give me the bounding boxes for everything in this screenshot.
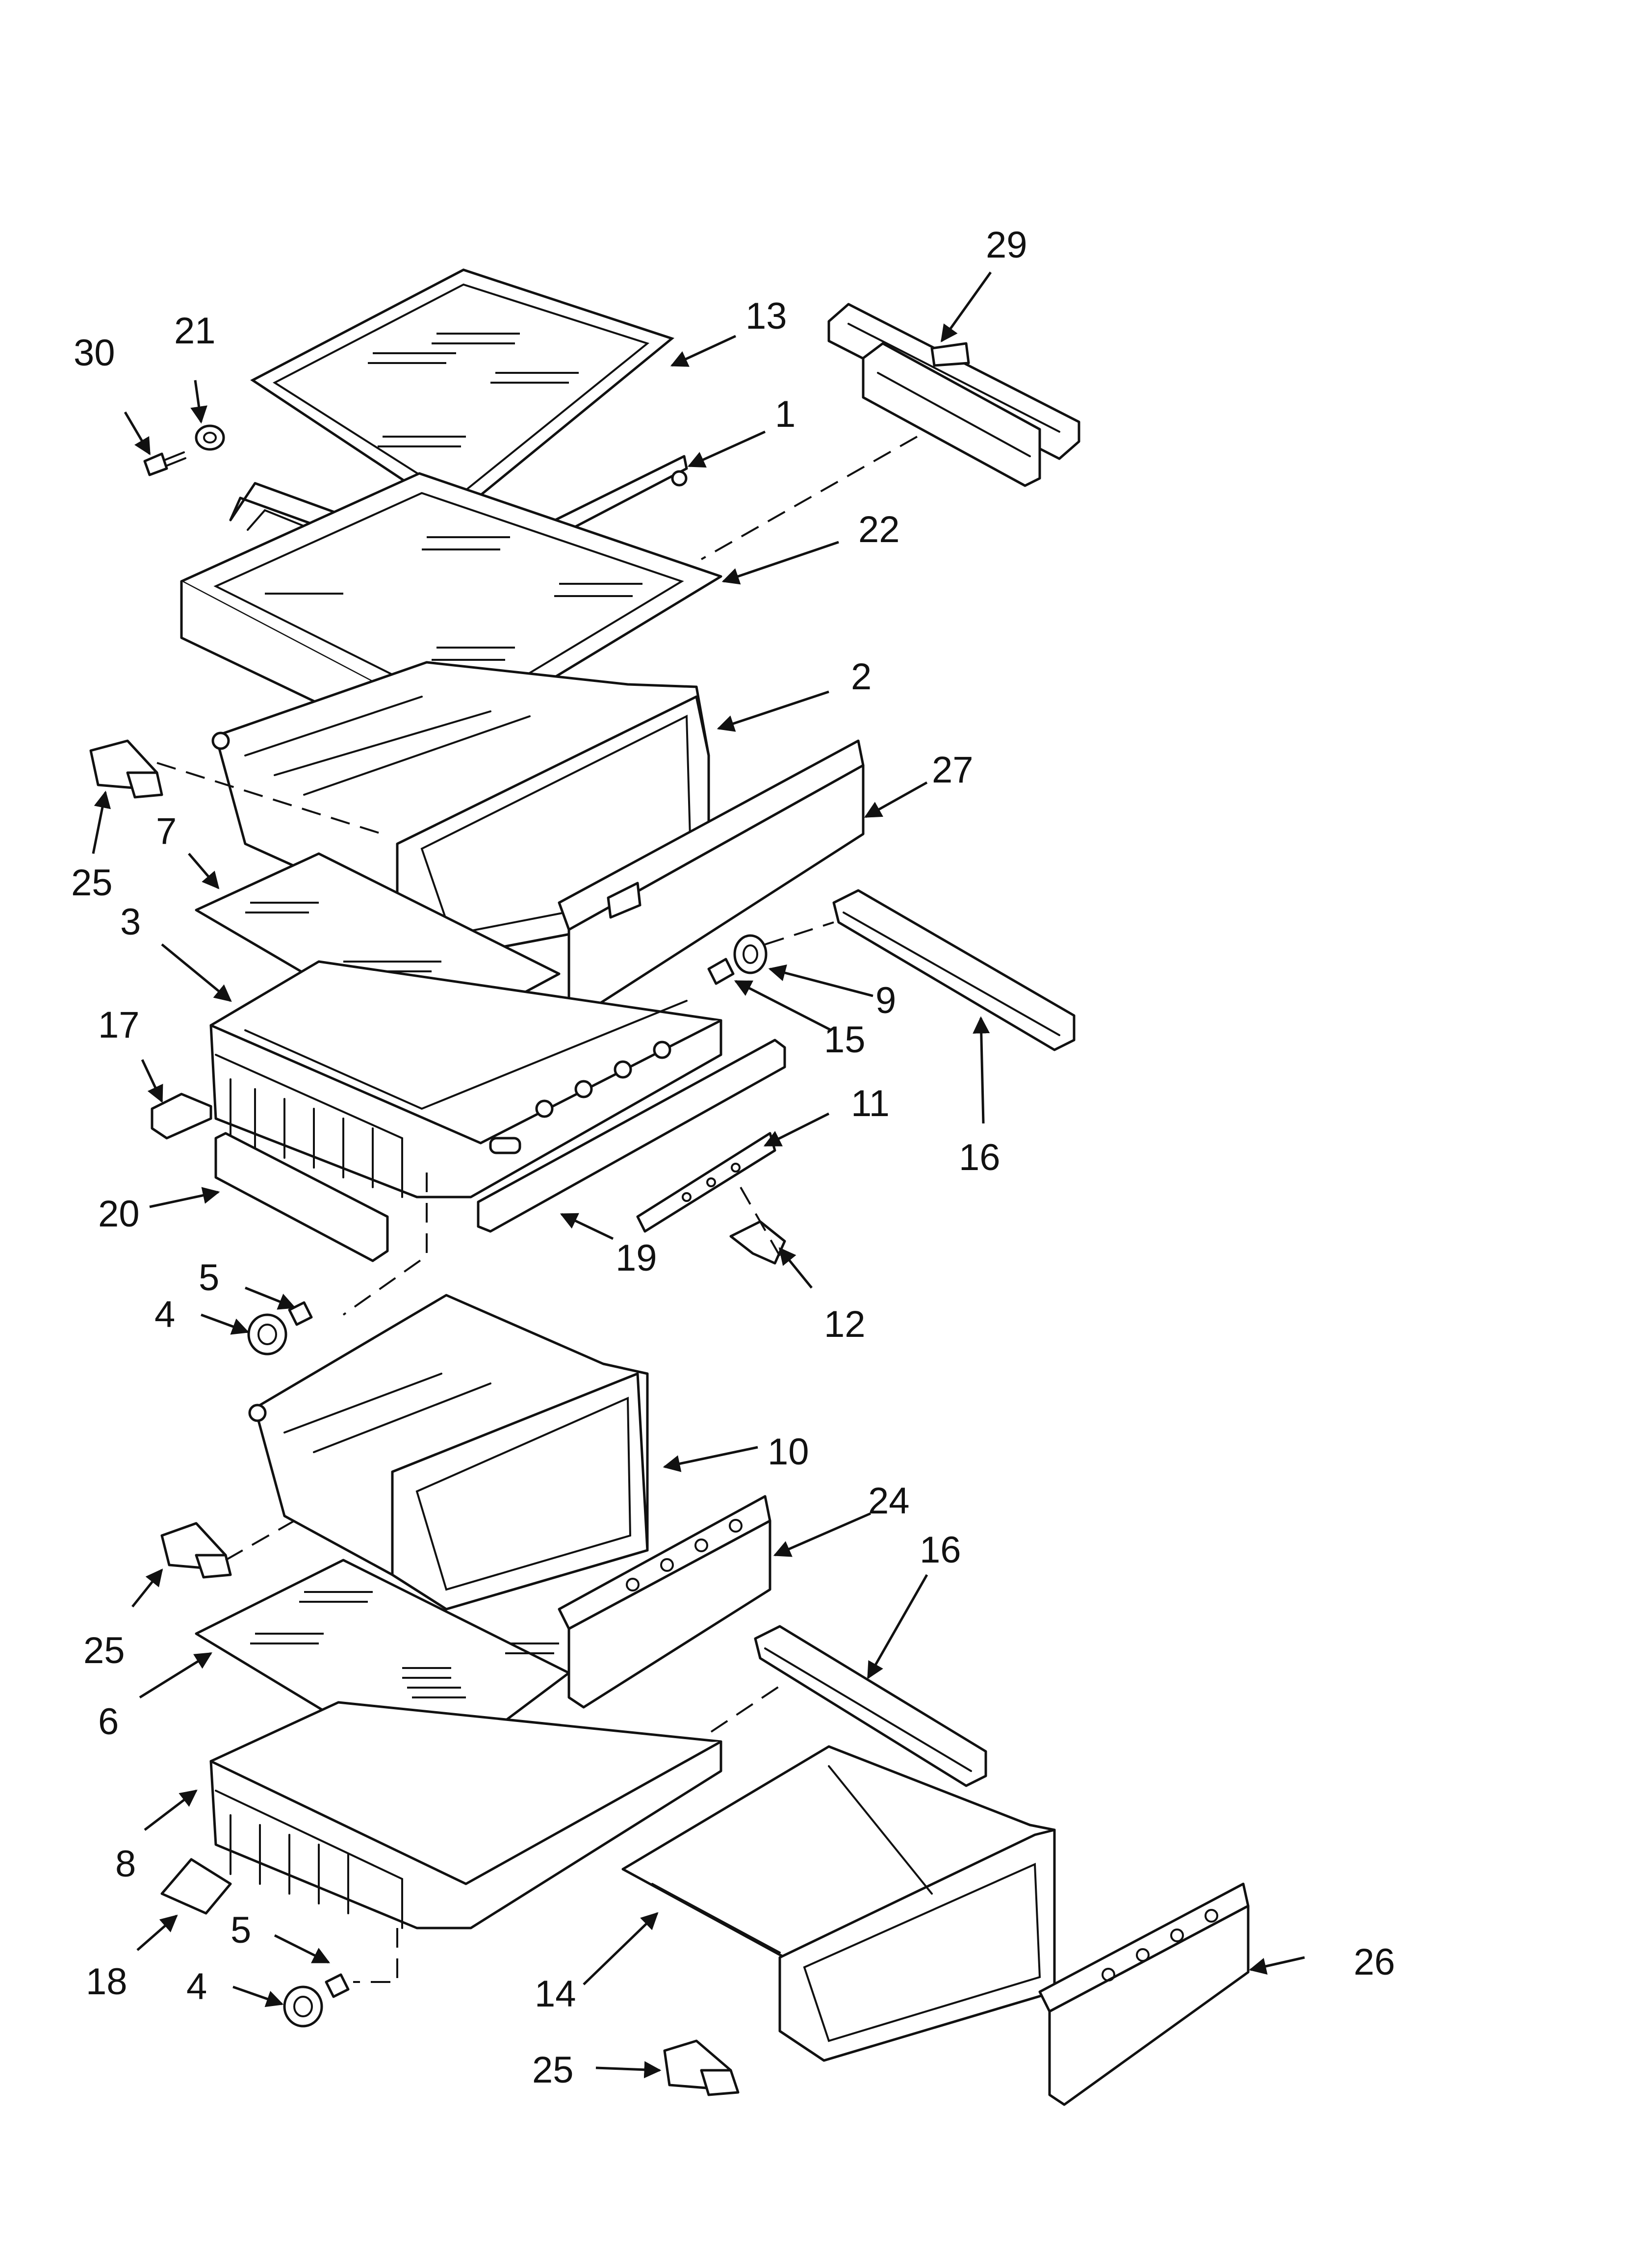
part-17-clip [151, 1093, 212, 1140]
callout-4-lower: 4 [186, 1966, 207, 2007]
callout-19: 19 [616, 1237, 657, 1279]
part-14-lower-drawer [621, 1745, 1056, 2062]
part-15-screw [707, 958, 735, 985]
part-25-drawer-stop-upper [89, 739, 163, 799]
part-25-drawer-stop-middle [160, 1522, 232, 1579]
callout-6: 6 [98, 1701, 119, 1743]
callout-16-lower: 16 [920, 1529, 961, 1571]
callout-25-upper: 25 [71, 862, 113, 904]
callout-27: 27 [932, 749, 974, 791]
part-24-drawer-trim [558, 1495, 771, 1709]
part-16-drawer-slide-lower [754, 1625, 987, 1787]
part-20-front-trim [214, 1132, 389, 1262]
part-30-screw [143, 451, 186, 476]
part-5-screw-lower [325, 1973, 350, 1998]
callout-25-lower: 25 [532, 2049, 574, 2091]
callout-22: 22 [858, 509, 900, 550]
part-12-clip [729, 1220, 786, 1265]
part-16-drawer-slide-upper [832, 889, 1076, 1051]
callout-17: 17 [98, 1004, 140, 1046]
callout-29: 29 [986, 224, 1027, 266]
callout-20: 20 [98, 1193, 140, 1235]
part-4-wheel-upper [247, 1313, 287, 1356]
callout-4-upper: 4 [154, 1294, 175, 1335]
callout-2: 2 [851, 656, 872, 698]
part-10-middle-drawer [248, 1294, 649, 1611]
part-27-drawer-trim [558, 739, 865, 1012]
callout-18: 18 [86, 1961, 128, 2003]
callout-14: 14 [535, 1973, 576, 2015]
callout-24: 24 [868, 1480, 910, 1522]
part-25-drawer-stop-lower [663, 2039, 740, 2096]
callout-11: 11 [851, 1083, 890, 1124]
callout-8: 8 [115, 1843, 136, 1885]
part-13-glass-shelf [250, 268, 675, 517]
part-9-wheel [733, 934, 768, 974]
callout-9: 9 [875, 980, 896, 1021]
callout-26: 26 [1354, 1941, 1395, 1983]
callout-16-upper: 16 [959, 1137, 1001, 1178]
leader-arrows [92, 271, 1305, 2079]
callout-13: 13 [745, 295, 787, 337]
part-18-clip [160, 1858, 232, 1915]
part-26-drawer-trim [1038, 1882, 1250, 2106]
callout-21: 21 [174, 310, 216, 352]
part-21-washer [195, 424, 225, 451]
callout-7: 7 [156, 810, 177, 852]
callout-15: 15 [824, 1019, 866, 1061]
part-19-front-trim [477, 1039, 786, 1233]
part-29-rail-assembly [827, 303, 1080, 487]
part-11-slide-bracket [636, 1132, 776, 1233]
callout-5-upper: 5 [199, 1257, 219, 1299]
callout-1: 1 [775, 393, 795, 435]
callout-5-lower: 5 [231, 1909, 251, 1951]
callout-labels: 29 13 21 30 1 22 2 27 25 7 3 9 15 16 17 … [71, 224, 1395, 2091]
callout-30: 30 [74, 332, 115, 374]
callout-12: 12 [824, 1303, 866, 1345]
part-3-cover-frame [209, 960, 722, 1199]
part-8-cover-frame [209, 1701, 722, 1929]
part-4-wheel-lower [283, 1985, 323, 2028]
alignment-lines [156, 436, 918, 1983]
callout-10: 10 [768, 1431, 809, 1473]
callout-25-middle: 25 [83, 1630, 125, 1671]
callout-3: 3 [120, 901, 141, 943]
